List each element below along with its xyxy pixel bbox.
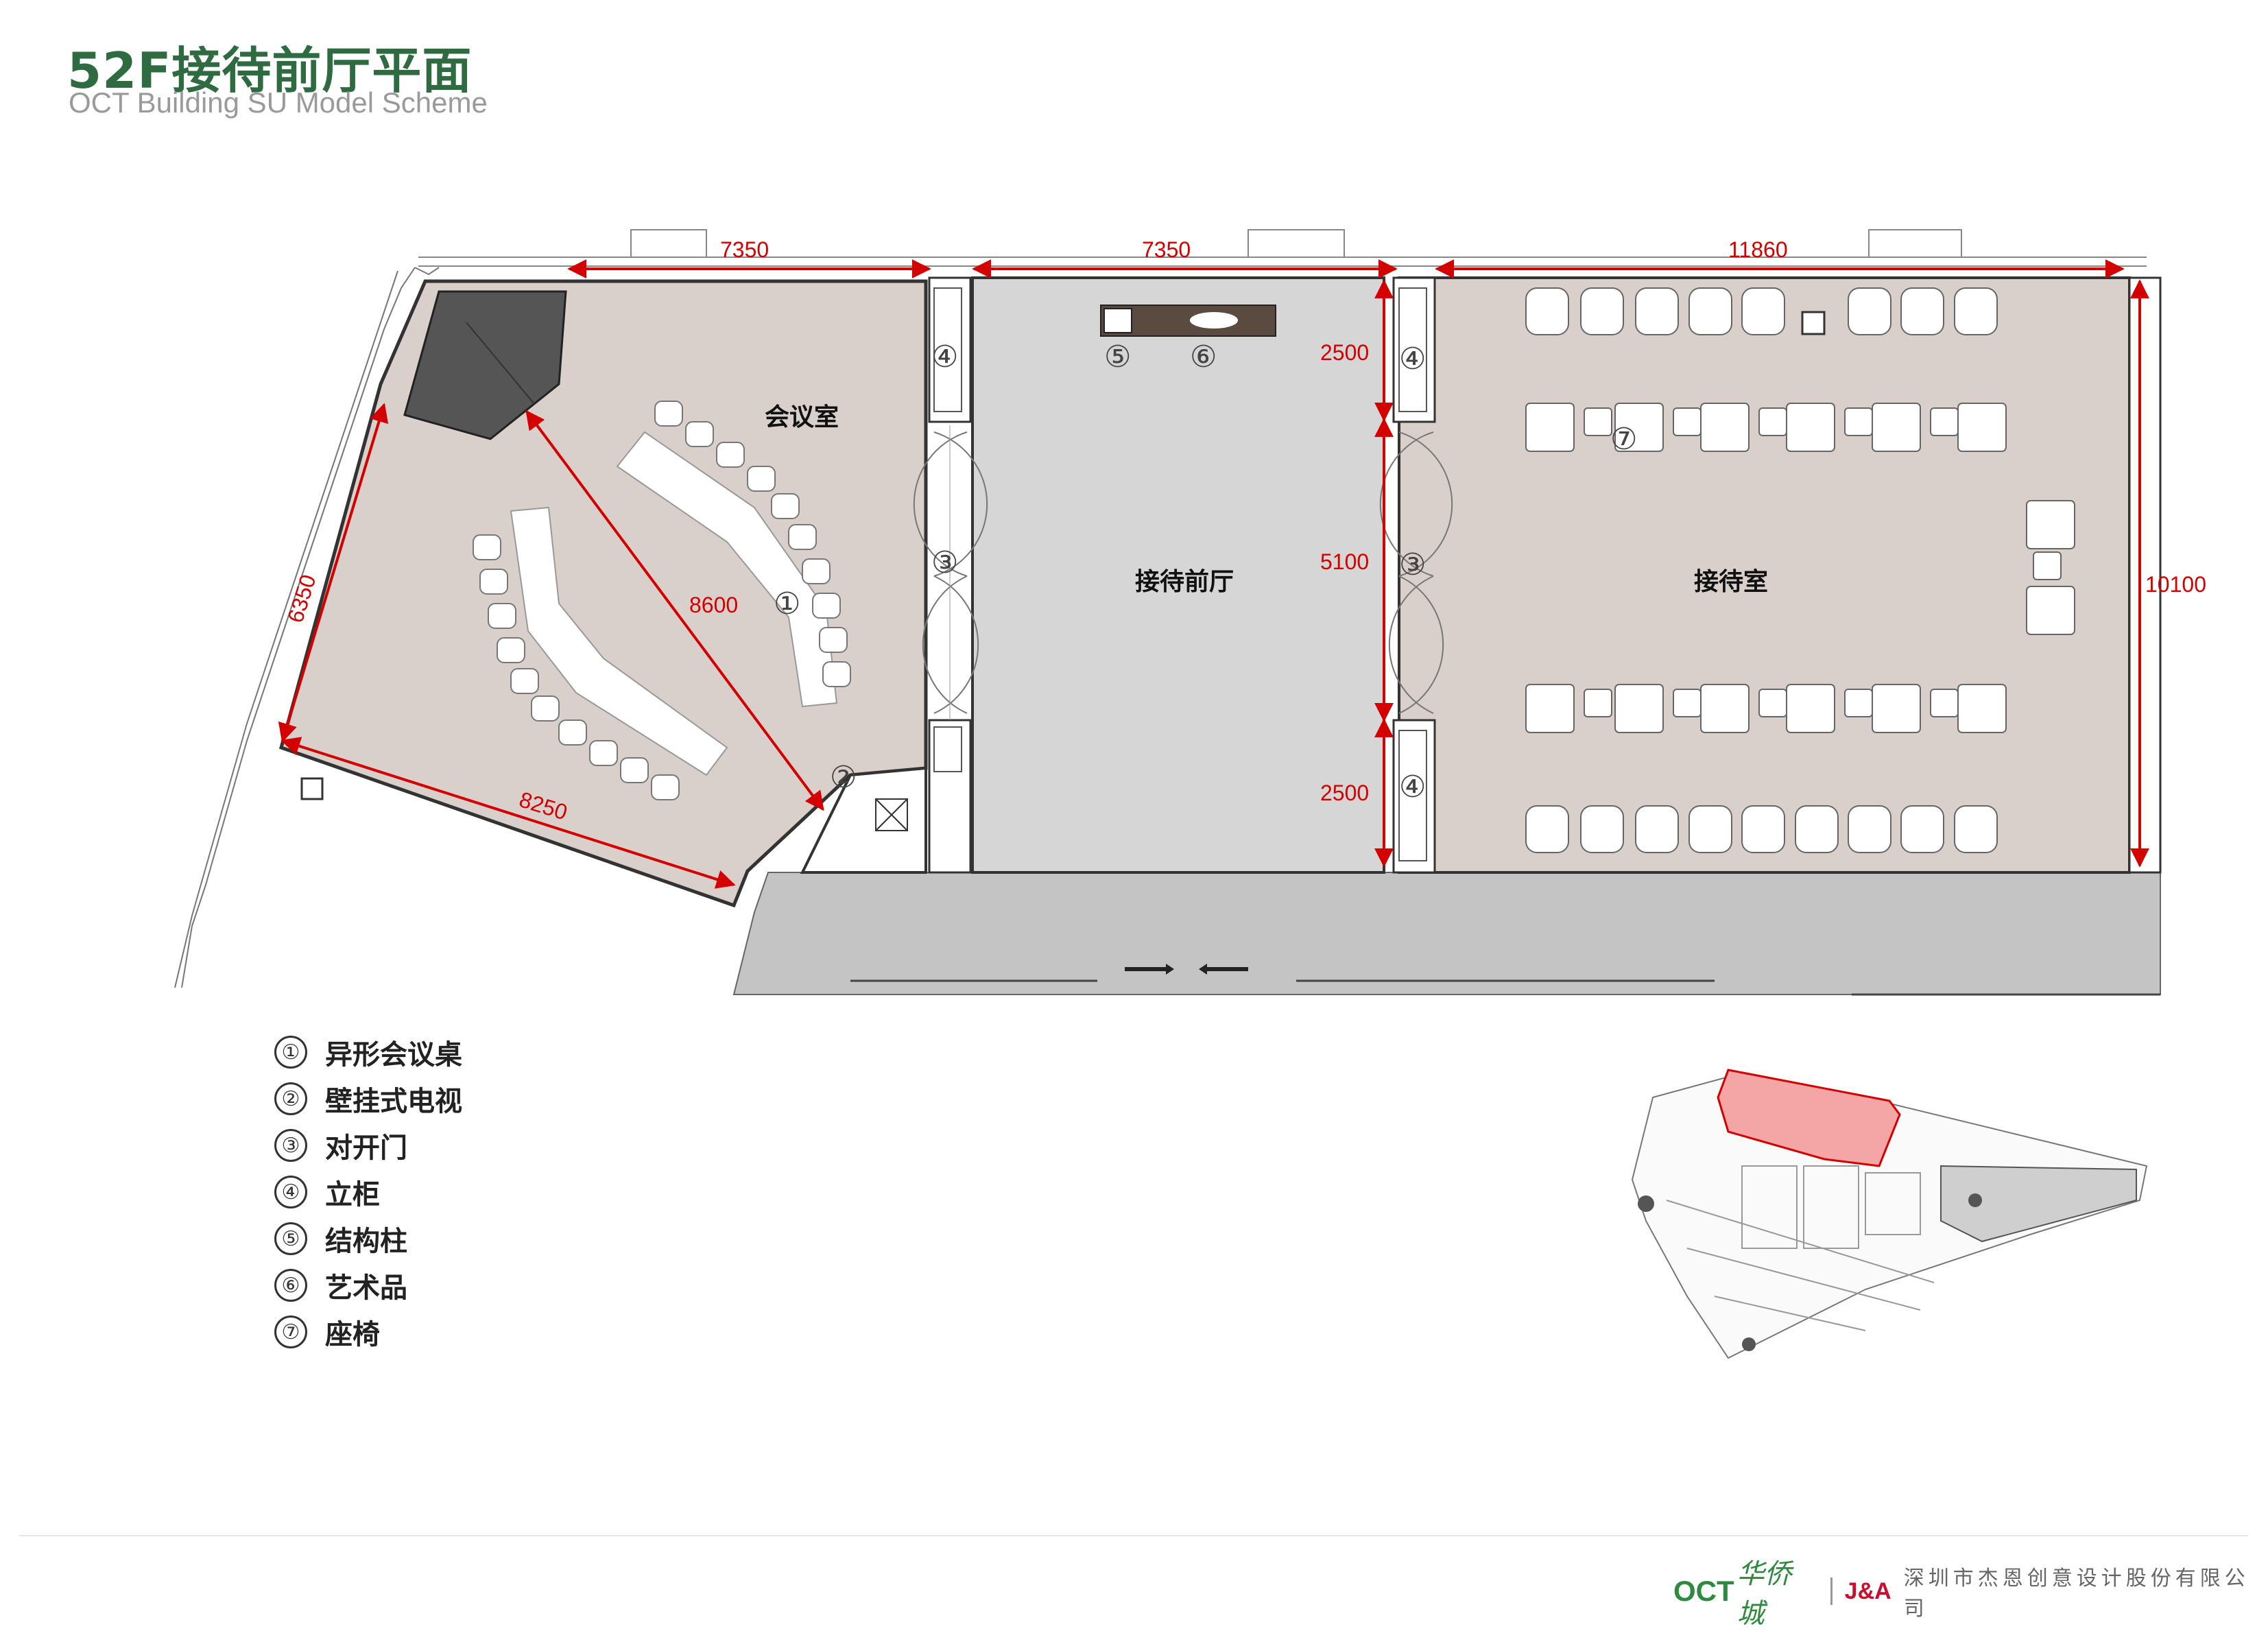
dimension-label: 6350	[283, 571, 320, 626]
lobby-left-wall	[913, 276, 988, 874]
room-label-lobby: 接待前厅	[1135, 568, 1234, 596]
legend-label: 壁挂式电视	[325, 1086, 462, 1117]
corridor-floor	[732, 872, 2161, 995]
marker-6: ⑥	[1190, 340, 1217, 374]
marker-2: ②	[830, 760, 857, 795]
lobby-right-wall	[1379, 276, 1453, 874]
legend-item: ② 壁挂式电视	[274, 1075, 462, 1122]
page-title: 52F接待前厅平面	[67, 42, 473, 99]
lounge-sofa-row-upper	[1525, 403, 2007, 452]
legend-number: ③	[274, 1129, 307, 1162]
legend-number: ⑤	[274, 1222, 307, 1255]
legend-number: ①	[274, 1036, 307, 1069]
legend-number: ④	[274, 1176, 307, 1209]
footer-separator	[1830, 1578, 1833, 1605]
dimension-label: 8600	[689, 593, 738, 617]
structural-column	[1801, 311, 1826, 335]
corridor-edge	[850, 979, 2160, 996]
facade-top	[418, 229, 2147, 267]
oct-chinese-logo: 华侨城	[1736, 1558, 1792, 1630]
legend-label: 艺术品	[325, 1272, 407, 1304]
marker-5: ⑤	[1104, 340, 1131, 374]
lobby-feature-wall	[1100, 305, 1276, 337]
legend-label: 座椅	[325, 1319, 380, 1350]
ja-logo: J&A	[1844, 1578, 1891, 1604]
structural-core	[403, 290, 567, 440]
legend-number: ⑥	[274, 1269, 307, 1302]
marker-3: ③	[931, 545, 958, 580]
dimension-label: 7350	[1142, 237, 1191, 262]
legend-item: ⑤ 结构柱	[274, 1215, 462, 1262]
lounge-sofa-column-right	[2026, 500, 2075, 635]
dimension-label: 7350	[720, 237, 769, 262]
legend-label: 异形会议桌	[325, 1039, 462, 1071]
key-plan	[1631, 1069, 2148, 1359]
legend-item: ③ 对开门	[274, 1122, 462, 1169]
legend: ① 异形会议桌 ② 壁挂式电视 ③ 对开门 ④ 立柜 ⑤ 结构柱 ⑥ 艺术品 ⑦…	[274, 1029, 462, 1355]
marker-4: ④	[931, 340, 958, 374]
room-label-reception: 接待室	[1694, 568, 1768, 596]
legend-item: ① 异形会议桌	[274, 1029, 462, 1075]
lounge-armchairs-bottom	[1525, 805, 1998, 853]
dimension-label: 5100	[1320, 549, 1369, 574]
legend-item: ⑦ 座椅	[274, 1309, 462, 1355]
footer-divider	[19, 1535, 2248, 1536]
footer: OCT 华侨城 J&A 深圳市杰恩创意设计股份有限公司	[1673, 1551, 2268, 1631]
marker-4: ④	[1399, 342, 1426, 377]
marker-3: ③	[1399, 547, 1426, 582]
legend-label: 对开门	[325, 1132, 407, 1164]
legend-number: ⑦	[274, 1315, 307, 1348]
page-subtitle: OCT Building SU Model Scheme	[69, 86, 488, 119]
oct-logo: OCT	[1673, 1575, 1734, 1607]
dimension-label: 2500	[1320, 340, 1369, 365]
room-label-meeting: 会议室	[765, 403, 839, 431]
legend-item: ④ 立柜	[274, 1169, 462, 1215]
company-name: 深圳市杰恩创意设计股份有限公司	[1903, 1567, 2249, 1620]
legend-label: 结构柱	[325, 1226, 407, 1257]
corridor-door-arrows	[1125, 964, 1248, 975]
marker-1: ①	[774, 586, 800, 621]
tv-cabinet	[800, 766, 927, 874]
lounge-sofa-row-lower	[1525, 684, 2007, 733]
dimension-label: 11860	[1728, 237, 1788, 262]
floor-box	[300, 777, 324, 800]
lounge-armchairs-top	[1525, 287, 1998, 335]
dimension-lines	[278, 259, 2149, 889]
reception-room-floor	[1398, 276, 2131, 874]
legend-label: 立柜	[325, 1179, 380, 1211]
legend-item: ⑥ 艺术品	[274, 1262, 462, 1309]
legend-number: ②	[274, 1082, 307, 1115]
dimension-label: 10100	[2145, 572, 2206, 597]
dimension-label: 2500	[1320, 781, 1369, 805]
marker-7: ⑦	[1610, 422, 1637, 457]
marker-4: ④	[1399, 770, 1426, 805]
